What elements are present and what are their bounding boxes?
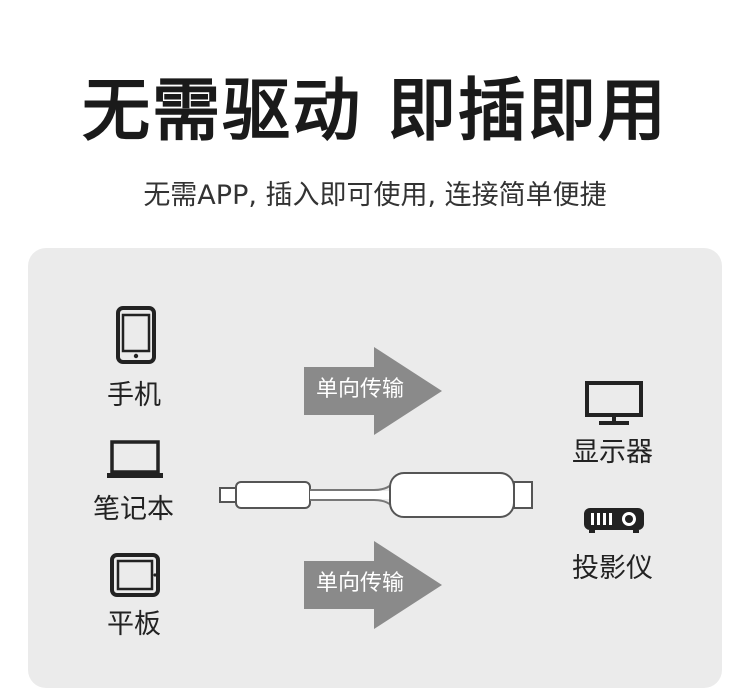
arrow-bottom-label: 单向传输	[316, 571, 405, 596]
laptop-icon	[107, 440, 163, 478]
arrow-bottom	[304, 541, 442, 629]
phone-icon	[116, 306, 156, 364]
headline: 无需驱动 即插即用	[82, 72, 668, 151]
arrow-top	[304, 347, 442, 435]
subline: 无需APP, 插入即可使用, 连接简单便捷	[143, 180, 607, 211]
tablet-label: 平板	[107, 609, 161, 640]
laptop-label: 笔记本	[93, 494, 174, 525]
phone-label: 手机	[107, 380, 161, 411]
projector-icon	[584, 508, 644, 533]
monitor-label: 显示器	[572, 437, 653, 468]
arrow-top-label: 单向传输	[316, 377, 405, 402]
monitor-icon	[585, 381, 643, 425]
cable-icon	[219, 472, 533, 518]
tablet-icon	[110, 553, 160, 597]
projector-label: 投影仪	[572, 553, 653, 584]
